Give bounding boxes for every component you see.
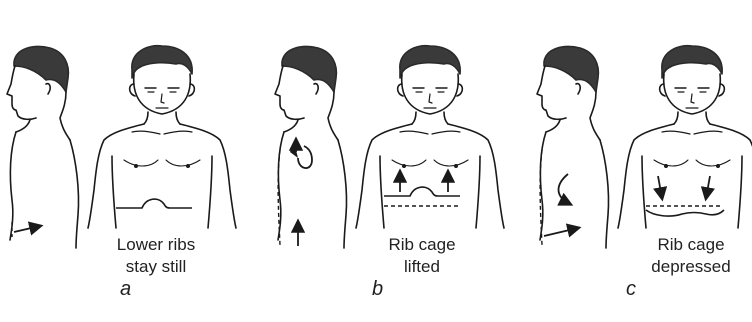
front-view-figure [618,46,752,228]
side-view-figure [7,47,79,248]
rib-line-depressed [646,210,724,216]
panel-letter-c: c [626,278,636,301]
panel-letter-b: b [372,278,383,301]
panel-a [7,46,236,248]
down-arrow-icon [706,176,710,198]
lift-curve-arrow [298,146,312,168]
rib-line [116,199,192,208]
caption-line: Lower ribs [102,234,210,256]
caption-line: depressed [636,256,746,278]
caption-panel-c: Rib cage depressed [636,234,746,278]
caption-line: stay still [102,256,210,278]
panel-letter-a: a [120,278,131,301]
caption-panel-a: Lower ribs stay still [102,234,210,278]
caption-line: lifted [372,256,472,278]
abdomen-arrow-icon [544,228,578,236]
depress-curve-arrow-icon [559,174,571,204]
caption-line: Rib cage [636,234,746,256]
front-view-figure [88,46,236,228]
down-arrow-icon [658,176,662,198]
side-view-figure [275,47,347,248]
panel-b [275,46,504,248]
caption-panel-b: Rib cage lifted [372,234,472,278]
abdomen-arrow-icon [14,226,40,232]
panel-c [537,46,752,248]
side-view-figure [537,47,609,248]
caption-line: Rib cage [372,234,472,256]
front-view-figure [356,46,504,228]
